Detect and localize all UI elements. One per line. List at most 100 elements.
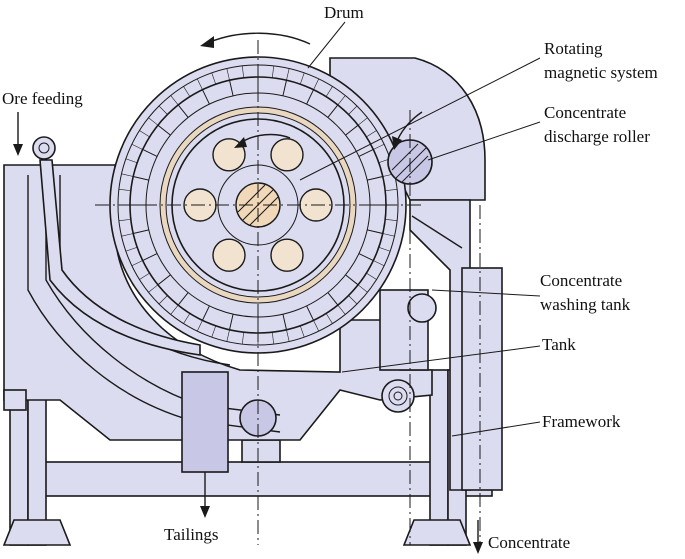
tailings-arrowhead [200,506,210,518]
drum-shell-rib [226,68,230,81]
tank-left-bracket [3,389,27,411]
drum-shell-rib [366,130,377,138]
leader-lines [299,21,541,437]
magnet-pole-divider [327,104,339,118]
framework-right-leg [429,369,449,546]
idler-roller-ring [388,386,408,406]
magnet-rotation-arrowhead [234,137,247,148]
leader-rotating-magnetic-system [299,57,541,181]
magnet-pole-divider [327,292,339,306]
drum-shell-rib [385,219,398,221]
leader-tank [341,345,541,373]
drum-rotation-arc [209,32,311,45]
leader-drum [307,21,346,69]
drum-shell-rib [337,304,346,315]
label-tailings: Tailings [164,525,219,544]
ore-feed-arrowhead [13,144,23,156]
magnet-pole-divider [282,314,287,330]
concentrate-arrowhead [473,542,483,554]
drum-shell-rib [183,86,191,97]
magnet-pole-divider [202,89,210,105]
feed-chute-hinge-pin [38,142,50,154]
drum-shell-rib [325,313,333,324]
drum-shell-rib [242,332,244,345]
magnet-pole-divider [345,274,359,286]
label-rotating-magnetic-system-2: magnetic system [544,63,658,82]
magnet-pole-divider [177,292,189,306]
drum-shell-rib [148,117,159,126]
magnet-block [212,238,246,272]
drum-shell-rib [385,189,398,191]
magnet-pole-divider [358,253,374,261]
tank-inner-wall-1 [27,175,281,433]
framework-left-foot [2,519,72,546]
drum-shell-rib [211,325,217,338]
label-concentrate-washing-tank-1: Concentrate [540,271,622,290]
concentrate-housing [329,57,503,491]
idler-roller [381,379,415,413]
label-ore-feeding: Ore feeding [2,89,83,108]
magnet-pole-divider [306,305,314,321]
drum-shell-rib [378,246,391,252]
drum-shell-rib [211,72,217,85]
label-rotating-magnetic-system-1: Rotating [544,39,603,58]
idler-roller-pin [393,391,403,401]
magnet-block [270,138,304,172]
framework-center-block [241,439,281,463]
drum-shell-rib [242,65,244,78]
drum-shell-rib [125,246,138,252]
label-drum: Drum [324,3,364,22]
label-concentrate-discharge-roller-1: Concentrate [544,103,626,122]
drum-shell-rib [121,173,134,177]
tailings-outlet-pipe [181,371,229,473]
drum-shell-rib [348,295,358,305]
drum-shell-rib [325,86,333,97]
magnet-pole-divider [202,305,210,321]
drum-shell-rib [357,117,368,126]
magnet-pole-divider [142,253,158,261]
leader-washing-tank [431,289,541,297]
framework-right-foot [402,519,472,546]
drum-shell-rib [139,272,150,280]
washing-tank-nozzle [407,293,437,323]
housing-right-panel [461,267,503,491]
magnet-pole-divider [142,149,158,157]
magnet-pole-divider [177,104,189,118]
drum-shell-rib [286,329,290,342]
drum-shell-rib [299,325,305,338]
drum-shell-rib [226,329,230,342]
drum-shell-rib [272,65,274,78]
ore-feed-chute [32,136,201,356]
drum-shell-rib [125,158,138,164]
magnet-pole-divider [229,80,234,96]
drum-shell-rib [286,68,290,81]
drum-shell-rib [139,130,150,138]
label-concentrate-washing-tank-2: washing tank [540,295,631,314]
magnet-pole-divider [358,149,374,157]
drum-shell-rib [131,143,143,150]
feed-chute-hinge [32,136,56,160]
drum-rotation-arrowhead [200,36,214,48]
drum-shell-rib [118,189,131,191]
drum-shell-rib [118,219,131,221]
magnet-pole-divider [133,176,149,181]
flow-arrows [13,112,483,554]
drum-shell-rib [366,272,377,280]
magnet-pole-segments [118,65,398,345]
leader-framework [451,421,541,437]
magnet-pole-divider [157,274,171,286]
magnet-rotation-arc [241,133,291,143]
magnet-pole-divider [367,229,383,234]
drum-shell-rib [183,313,191,324]
drum-shell-rib [170,95,179,106]
center-lines [95,40,481,545]
label-framework: Framework [542,412,621,431]
magnet-pole-divider [282,80,287,96]
tank-body [3,164,433,441]
framework-crossbeam [21,461,493,497]
drum-shell-rib [196,78,203,90]
drum-shell-rib [148,284,159,293]
magnet-block [270,238,304,272]
magnet-pole-divider [345,124,359,136]
